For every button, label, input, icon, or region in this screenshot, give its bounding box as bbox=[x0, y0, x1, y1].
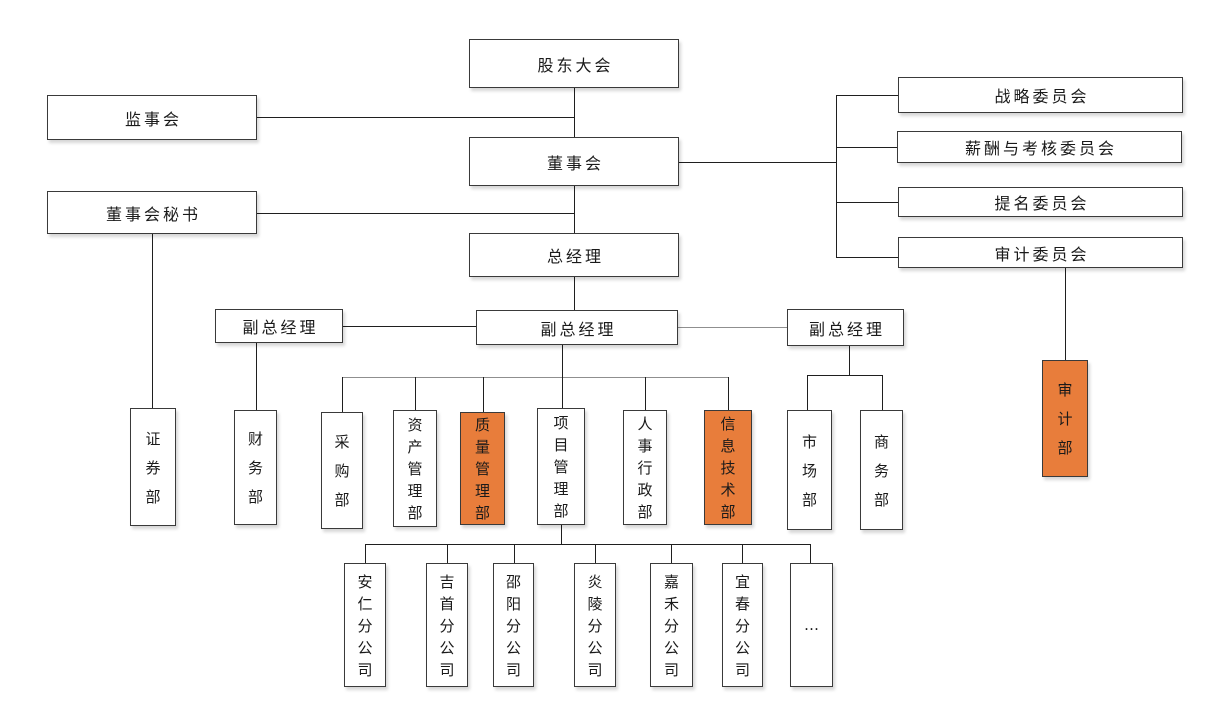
node-label: 副总经理 bbox=[808, 319, 885, 339]
connector-drop-branch-5 bbox=[671, 544, 672, 564]
node-branch-shaoyang: 邵阳分公司 bbox=[493, 563, 534, 687]
connector-shareholders-board bbox=[574, 88, 575, 137]
node-label: 副总经理 bbox=[540, 319, 617, 339]
node-label: 市场部 bbox=[800, 433, 818, 521]
node-label: 质量管理部 bbox=[473, 417, 491, 527]
node-label: 采购部 bbox=[332, 434, 351, 521]
connector-depts-manifold bbox=[342, 377, 728, 378]
connector-drop-branch-1 bbox=[365, 544, 366, 564]
node-label: 提名委员会 bbox=[994, 194, 1090, 213]
node-shareholders-meeting: 股东大会 bbox=[469, 39, 679, 88]
connector-drop-procurement bbox=[342, 377, 343, 412]
connector-deputyleft-finance bbox=[256, 343, 257, 410]
connector-gm-deputy-center bbox=[574, 277, 575, 310]
connector-drop-branch-4 bbox=[595, 544, 596, 564]
connector-secretary-securities bbox=[152, 234, 153, 408]
node-label: 总经理 bbox=[546, 247, 604, 266]
node-dept-hr-admin: 人事行政部 bbox=[623, 410, 667, 526]
connector-deputy-left-center bbox=[343, 326, 476, 327]
node-deputy-gm-left: 副总经理 bbox=[215, 309, 343, 343]
node-label: 审计委员会 bbox=[994, 244, 1090, 264]
node-board-secretary: 董事会秘书 bbox=[47, 191, 257, 234]
connector-drop-project bbox=[562, 377, 563, 408]
connector-committee-nomination bbox=[836, 202, 898, 203]
node-dept-audit: 审计部 bbox=[1042, 360, 1088, 477]
node-committee-audit: 审计委员会 bbox=[898, 237, 1183, 268]
connector-drop-quality bbox=[483, 377, 484, 412]
node-dept-procurement: 采购部 bbox=[321, 412, 363, 529]
node-label: 项目管理部 bbox=[551, 415, 570, 525]
node-label: … bbox=[804, 616, 823, 634]
node-label: 资产管理部 bbox=[405, 417, 424, 527]
connector-auditcommittee-auditdept bbox=[1065, 268, 1066, 360]
connector-drop-branch-3 bbox=[514, 544, 515, 564]
node-committee-nomination: 提名委员会 bbox=[898, 187, 1183, 217]
node-dept-asset-management: 资产管理部 bbox=[393, 410, 437, 527]
node-branch-jishou: 吉首分公司 bbox=[426, 563, 468, 687]
node-board-of-directors: 董事会 bbox=[469, 137, 679, 186]
node-dept-marketing: 市场部 bbox=[787, 410, 832, 530]
node-supervisory-board: 监事会 bbox=[47, 95, 257, 140]
node-label: 人事行政部 bbox=[635, 416, 654, 526]
node-deputy-gm-center: 副总经理 bbox=[476, 310, 678, 345]
connector-project-branches bbox=[561, 525, 562, 544]
node-label: 股东大会 bbox=[537, 55, 614, 75]
node-branch-yanling: 炎陵分公司 bbox=[574, 563, 616, 687]
node-label: 董事会秘书 bbox=[105, 204, 201, 224]
node-branch-more: … bbox=[790, 563, 833, 687]
node-committee-remuneration-appraisal: 薪酬与考核委员会 bbox=[897, 131, 1182, 163]
node-dept-project-management: 项目管理部 bbox=[537, 408, 585, 525]
node-dept-business: 商务部 bbox=[860, 410, 903, 530]
connector-deputy-center-right bbox=[678, 327, 787, 328]
connector-drop-asset bbox=[415, 377, 416, 410]
node-dept-information-technology: 信息技术部 bbox=[704, 410, 752, 526]
connector-supervisory-board bbox=[257, 117, 575, 118]
node-label: 邵阳分公司 bbox=[504, 573, 522, 684]
connector-committee-strategy bbox=[836, 95, 898, 96]
connector-drop-business bbox=[882, 375, 883, 410]
connector-board-gm bbox=[574, 186, 575, 233]
node-label: 安仁分公司 bbox=[355, 573, 374, 684]
node-label: 信息技术部 bbox=[718, 416, 737, 526]
node-branch-anren: 安仁分公司 bbox=[344, 563, 386, 687]
node-label: 财务部 bbox=[246, 431, 264, 518]
node-label: 证券部 bbox=[143, 430, 162, 518]
connector-committees-trunk bbox=[836, 95, 837, 258]
connector-drop-hr bbox=[645, 377, 646, 410]
connector-secretary-board bbox=[257, 213, 575, 214]
node-label: 吉首分公司 bbox=[437, 573, 456, 684]
node-label: 嘉禾分公司 bbox=[662, 573, 680, 684]
node-committee-strategy: 战略委员会 bbox=[898, 77, 1183, 113]
connector-drop-branch-more bbox=[810, 544, 811, 564]
connector-drop-branch-6 bbox=[742, 544, 743, 564]
connector-board-committees-trunk bbox=[679, 162, 836, 163]
node-dept-quality-management: 质量管理部 bbox=[460, 412, 505, 527]
node-branch-jiahe: 嘉禾分公司 bbox=[650, 563, 693, 687]
node-branch-yichun: 宜春分公司 bbox=[722, 563, 763, 687]
node-deputy-gm-right: 副总经理 bbox=[787, 309, 904, 346]
connector-drop-marketing bbox=[807, 375, 808, 410]
node-label: 炎陵分公司 bbox=[585, 573, 604, 684]
node-label: 审计部 bbox=[1055, 382, 1074, 469]
node-general-manager: 总经理 bbox=[469, 233, 679, 277]
node-label: 商务部 bbox=[872, 433, 890, 521]
node-dept-finance: 财务部 bbox=[234, 410, 277, 525]
connector-right-manifold bbox=[807, 375, 882, 376]
node-label: 副总经理 bbox=[242, 318, 319, 337]
connector-drop-branch-2 bbox=[447, 544, 448, 564]
connector-committee-remuneration bbox=[836, 147, 897, 148]
node-label: 监事会 bbox=[124, 109, 182, 129]
node-label: 薪酬与考核委员会 bbox=[964, 139, 1117, 158]
node-label: 战略委员会 bbox=[994, 87, 1090, 106]
node-dept-securities: 证券部 bbox=[130, 408, 176, 526]
connector-branches-manifold bbox=[365, 544, 811, 545]
node-label: 董事会 bbox=[546, 153, 604, 173]
node-label: 宜春分公司 bbox=[733, 573, 751, 684]
connector-deputyright-manifold bbox=[849, 346, 850, 375]
connector-drop-it bbox=[728, 377, 729, 410]
connector-deputycenter-manifold bbox=[562, 345, 563, 377]
connector-committee-audit bbox=[836, 257, 898, 258]
